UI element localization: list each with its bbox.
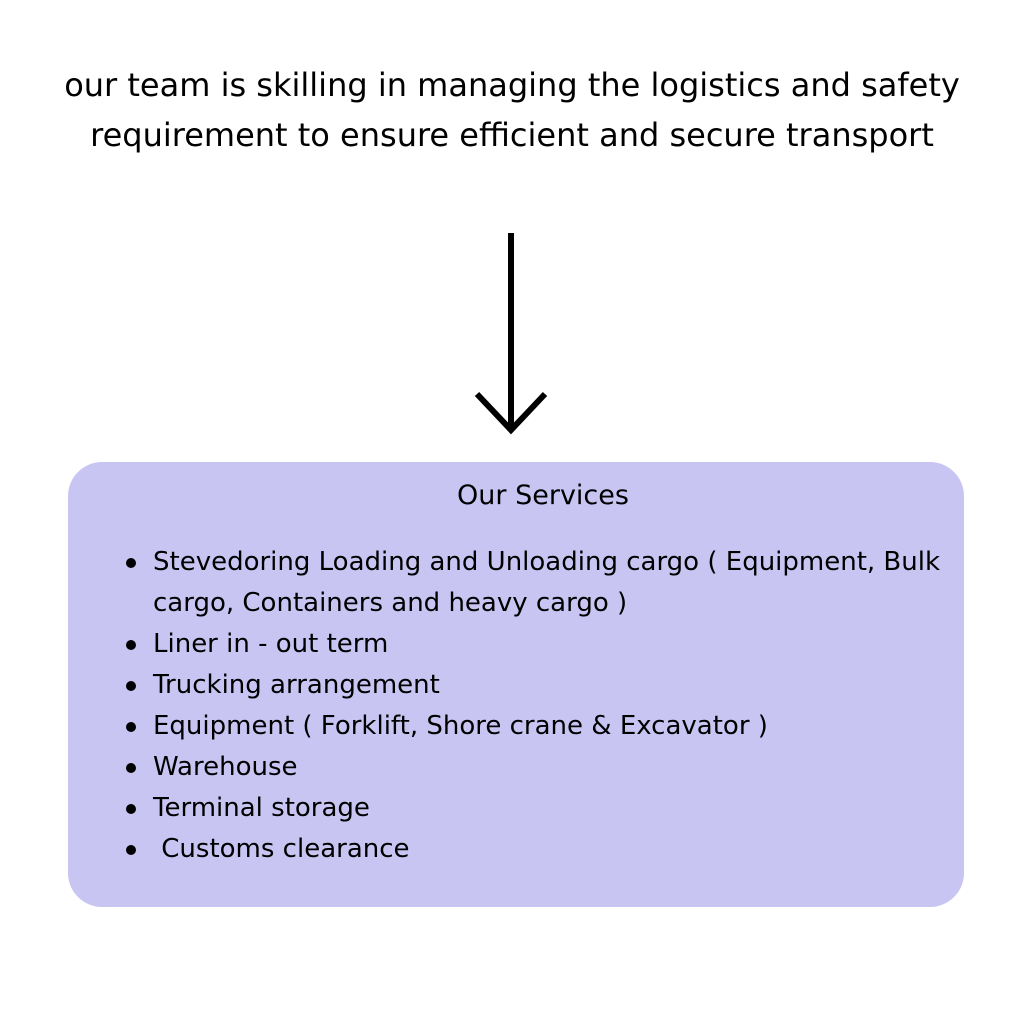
intro-text: our team is skilling in managing the log… (64, 66, 960, 154)
services-title: Our Services (457, 480, 629, 511)
list-item: Warehouse (126, 747, 958, 788)
service-label: Stevedoring Loading and Unloading cargo … (153, 547, 949, 618)
list-item: Equipment ( Forklift, Shore crane & Exca… (126, 706, 958, 747)
service-label: Warehouse (153, 752, 298, 782)
services-panel: Our Services Stevedoring Loading and Unl… (68, 462, 964, 907)
list-item: Customs clearance (126, 829, 958, 870)
list-item: Liner in - out term (126, 624, 958, 665)
bullet-icon (126, 681, 136, 691)
list-item: Terminal storage (126, 788, 958, 829)
bullet-icon (126, 845, 136, 855)
list-item: Trucking arrangement (126, 665, 958, 706)
bullet-icon (126, 763, 136, 773)
service-label: Customs clearance (153, 834, 410, 864)
services-list: Stevedoring Loading and Unloading cargo … (126, 542, 958, 870)
service-label: Terminal storage (153, 793, 370, 823)
service-label: Trucking arrangement (153, 670, 440, 700)
list-item: Stevedoring Loading and Unloading cargo … (126, 542, 958, 624)
bullet-icon (126, 804, 136, 814)
bullet-icon (126, 640, 136, 650)
arrow-down-icon (474, 233, 548, 435)
service-label: Equipment ( Forklift, Shore crane & Exca… (153, 711, 768, 741)
bullet-icon (126, 558, 136, 568)
service-label: Liner in - out term (153, 629, 389, 659)
bullet-icon (126, 722, 136, 732)
